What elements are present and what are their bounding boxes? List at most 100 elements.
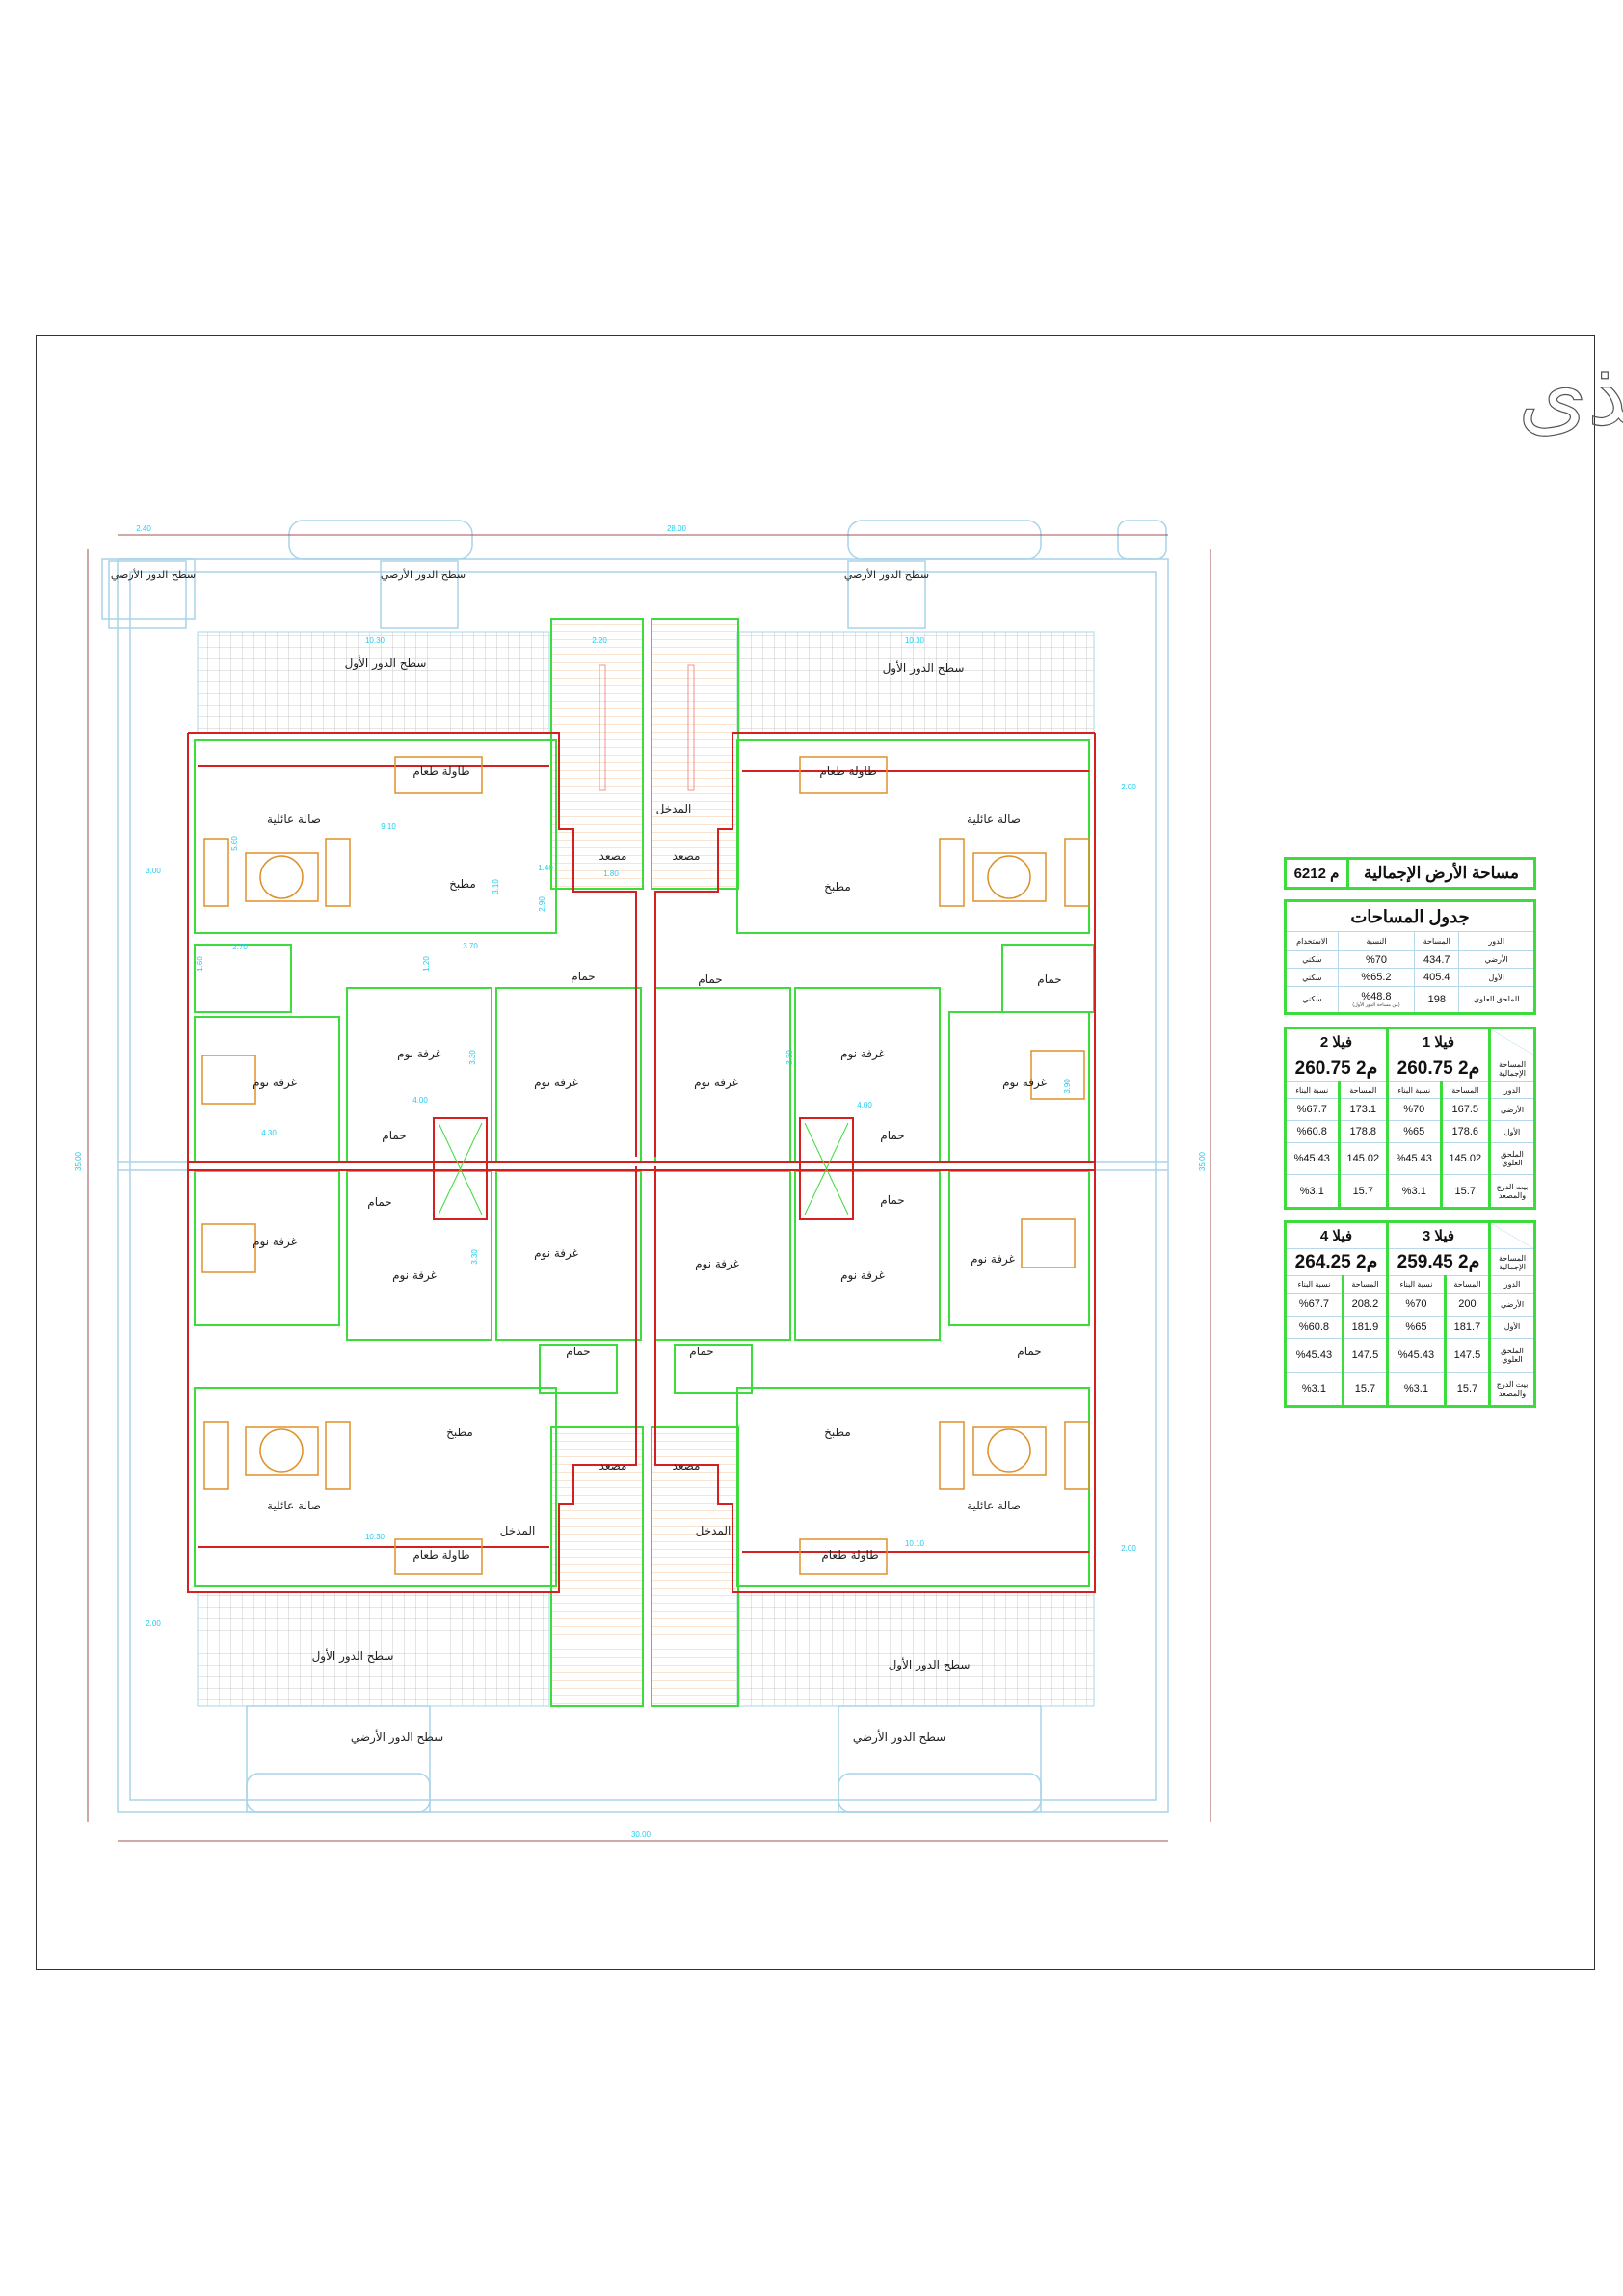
dimension-label: 10.30 [365,1533,386,1541]
room-label: سطح الدور الأرضي [844,568,929,581]
room-label: طاولة طعام [821,1548,878,1562]
room-label: سطح الدور الأول [883,660,965,676]
room-label: مطبخ [449,877,476,891]
room-label: سطح الدور الأرضي [381,568,466,581]
villa-ratio-cell: %45.43 [1285,1338,1344,1373]
villa-area-cell: 167.5 [1439,1098,1491,1122]
areas-cell: سكني [1285,985,1339,1015]
villa-ratio-cell: %45.43 [1285,1141,1340,1176]
total-area-label: المساحة الإجمالية [1488,1248,1535,1276]
room-label: طاولة طعام [412,764,469,779]
room-label: صالة عائلية [267,813,321,826]
areas-header-area: المساحة [1414,931,1460,951]
roof-bottom-right [736,1591,1095,1707]
villa-ratio-cell: %70 [1386,1293,1446,1317]
villa-area-cell: 181.9 [1341,1315,1389,1340]
villa-ratio-cell: %60.8 [1285,1315,1344,1340]
areas-table: جدول المساحات الدور المساحة النسبة الاست… [1284,899,1536,1015]
dimension-label: 2.20 [592,636,607,645]
dimension-label: 2.70 [232,943,248,951]
dimension-label: 35.00 [74,1151,83,1171]
villa-ratio-cell: %67.7 [1285,1293,1344,1317]
dimension-label: 1.60 [196,956,204,972]
areas-cell: سكني [1285,968,1339,987]
areas-cell: الملحق العلوي [1458,985,1535,1015]
page-title: المخطط التنفيذى [1518,342,1623,445]
room-label: غرفة نوم [392,1268,437,1283]
dimension-label: 3.00 [146,867,161,875]
villa-name: فيلا 3 [1386,1221,1490,1249]
floor-label: الأول [1488,1315,1535,1340]
dimension-label: 10.30 [365,636,386,645]
dimension-label: 9.10 [381,822,396,831]
room-label: حمام [880,1129,904,1142]
building-outline [187,732,1096,1593]
room-label: غرفة نوم [253,1076,297,1090]
villa-total-area: 259.45 م2 [1386,1248,1490,1276]
room-label: غرفة نوم [840,1047,885,1061]
room-label: غرفة نوم [534,1246,578,1261]
room-label: مطبخ [824,1426,851,1439]
villa-area-cell: 15.7 [1337,1174,1389,1209]
room-label: طاولة طعام [412,1548,469,1562]
villa-name: فيلا 4 [1284,1221,1389,1249]
villa-ratio-cell: %3.1 [1285,1371,1344,1408]
villa-ratio-cell: %3.1 [1386,1371,1446,1408]
villa-area-cell: 15.7 [1341,1371,1389,1408]
villa-area-cell: 200 [1443,1293,1491,1317]
villa-area-cell: 208.2 [1341,1293,1389,1317]
room-label: مطبخ [446,1426,473,1439]
villa-ratio-cell: %67.7 [1285,1098,1340,1122]
dimension-label: 3.70 [463,942,478,950]
areas-cell: الأرضي [1458,949,1535,970]
villa-name: فيلا 2 [1284,1028,1389,1055]
area-header: المساحة [1439,1081,1491,1100]
dimension-label: 3.30 [470,1249,479,1265]
dimension-label: 4.00 [857,1101,872,1109]
room-label: سطح الدور الأول [889,1657,971,1672]
dimension-label: 3.30 [468,1050,477,1065]
room-label: المدخل [696,1524,732,1537]
room-label: غرفة نوم [695,1257,739,1271]
room-label: غرفة نوم [694,1076,738,1090]
room-label: سطح الدور الأول [312,1648,394,1664]
table-corner [1488,1028,1535,1055]
room-label: مصعد [599,849,627,863]
total-area-label: المساحة الإجمالية [1488,1055,1535,1082]
areas-cell: 405.4 [1414,968,1460,987]
villa-area-cell: 173.1 [1337,1098,1389,1122]
dimension-label: 5.60 [230,836,239,851]
villa-area-cell: 181.7 [1443,1315,1491,1340]
dimension-label: 30.00 [631,1830,652,1839]
room-label: حمام [382,1129,406,1142]
villa-ratio-cell: %70 [1386,1098,1442,1122]
floor-label: بيت الدرج والمصعد [1488,1174,1535,1209]
villa-area-cell: 178.6 [1439,1120,1491,1143]
elevator-shafts [438,1122,849,1215]
areas-header-use: الاستخدام [1285,931,1339,951]
areas-cell: %65.2 [1337,968,1416,987]
room-label: حمام [571,970,595,983]
villa-ratio-cell: %3.1 [1386,1174,1442,1209]
dimension-label: 35.00 [1198,1151,1207,1171]
areas-cell: %48.8 [1361,990,1392,1002]
roof-top-left [197,631,550,734]
room-label: حمام [566,1345,590,1358]
floor-label: الأرضي [1488,1098,1535,1122]
villa-area-cell: 147.5 [1341,1338,1389,1373]
room-label: غرفة نوم [397,1047,441,1061]
villa-ratio-cell: %65 [1386,1120,1442,1143]
room-label: غرفة نوم [253,1235,297,1249]
areas-cell: %70 [1337,949,1416,970]
stair-cores [550,618,739,1707]
room-label: حمام [1017,1345,1041,1358]
land-area-value: 621م 2 [1285,858,1348,889]
room-label: صالة عائلية [967,1499,1021,1512]
dimension-label: 28.00 [667,524,687,533]
room-label: سطح الدور الأول [345,655,427,671]
dimension-label: 3.30 [785,1050,794,1065]
room-label: سطح الدور الأرضي [351,1729,443,1745]
floor-label: الملحق العلوي [1488,1141,1535,1176]
